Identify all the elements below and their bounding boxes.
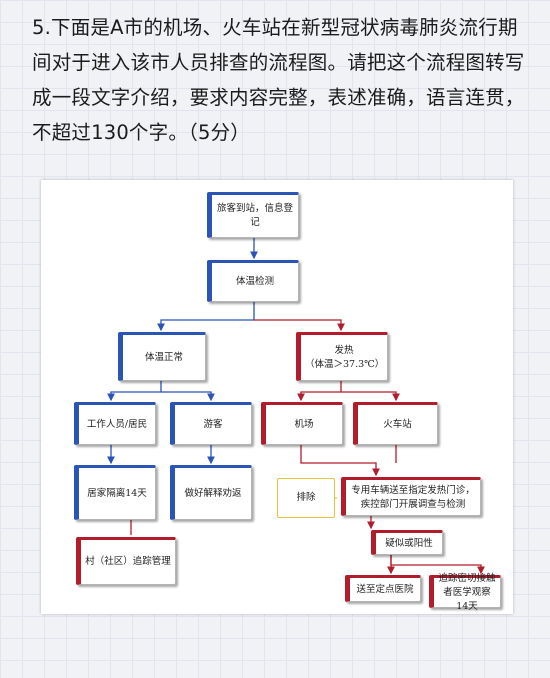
question-text: 5.下面是A市的机场、火车站在新型冠状病毒肺炎流行期间对于进入该市人员排查的流程… (32, 16, 525, 144)
connector-normal-to-staff (107, 381, 162, 402)
connector-fever-to-station (341, 391, 400, 402)
connector-airport-to-hospital-transfer (300, 445, 380, 477)
node-staff-residents: 工作人员/居民 (74, 402, 156, 445)
connector-suspected-to-trace (390, 555, 485, 575)
flowchart-connectors (107, 238, 485, 575)
flowchart-panel: 旅客到站，信息登记 体温检测 体温正常 发热（体温＞37.3℃） 工作人员/居民… (41, 180, 513, 614)
node-suspected-or-positive: 疑似或阳性 (371, 530, 443, 555)
node-arrival-registration: 旅客到站，信息登记 (207, 192, 299, 238)
connector-temp-to-fever (254, 319, 345, 332)
node-hospital-transfer: 专用车辆送至指定发热门诊，疾控部门开展调查与检测 (341, 477, 481, 516)
connector-normal-to-tourist (161, 391, 215, 402)
node-designated-hospital: 送至定点医院 (345, 575, 421, 602)
connector-fever-to-airport (297, 381, 342, 402)
node-fever: 发热（体温＞37.3℃） (296, 332, 388, 381)
node-community-tracking: 村（社区）追踪管理 (76, 537, 176, 585)
node-home-quarantine: 居家隔离14天 (74, 465, 156, 520)
node-close-contact-tracing: 追踪密切接触者医学观察14天 (429, 573, 501, 612)
node-normal-temperature: 体温正常 (118, 332, 206, 381)
node-exclude: 排除 (277, 478, 335, 518)
node-temperature-check: 体温检测 (207, 260, 299, 302)
connector-temp-to-normal (157, 302, 255, 332)
node-airport: 机场 (261, 402, 343, 445)
node-tourists: 游客 (170, 402, 252, 445)
node-train-station: 火车站 (353, 402, 438, 445)
node-persuade-return: 做好解释劝返 (170, 465, 252, 520)
